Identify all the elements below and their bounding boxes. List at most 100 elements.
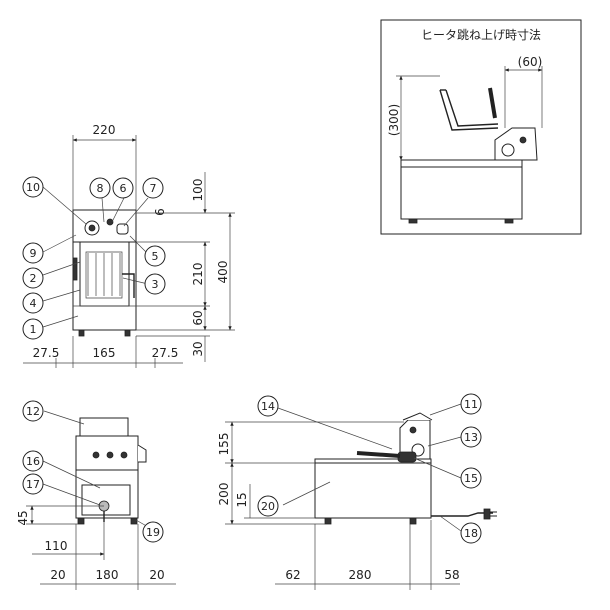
inset-dim-width: (60) [518, 55, 543, 69]
front-switch [116, 223, 129, 235]
elevation-grip [397, 451, 417, 463]
inset-title: ヒータ跳ね上げ時寸法 [421, 28, 541, 42]
callout-19-label: 19 [146, 526, 160, 539]
inset-raised-heater [439, 89, 499, 131]
front-dim-top: 100 [191, 179, 205, 202]
inset-raised-heater-inner [445, 89, 499, 127]
callout-17: 17 [22, 473, 44, 495]
front-basket-handle [122, 273, 135, 298]
inset-foot-right [504, 218, 514, 224]
front-foot-right [124, 329, 131, 337]
callout-18: 18 [460, 522, 482, 544]
callout-7-label: 7 [150, 182, 157, 195]
inset-frame [380, 19, 582, 235]
callout-19: 19 [142, 521, 164, 543]
elevation-view: 155 200 15 62 280 58 [217, 403, 497, 590]
elevation-heater-handle [356, 451, 401, 458]
leader-16 [42, 460, 101, 489]
front-dim-210: 210 [191, 263, 205, 286]
callout-4: 4 [22, 292, 44, 314]
side-foot-left [77, 517, 85, 525]
callout-1: 1 [22, 318, 44, 340]
side-dim-45: 45 [16, 510, 30, 525]
side-view: 45 110 20 180 20 [16, 410, 176, 590]
callout-20-label: 20 [261, 500, 275, 513]
callout-6: 6 [112, 177, 134, 199]
side-control-knob-1 [92, 451, 100, 459]
leader-9 [42, 234, 77, 253]
leader-18 [439, 515, 462, 532]
side-dim-mid: 180 [96, 568, 119, 582]
inset-control-box [494, 127, 538, 161]
callout-8-label: 8 [97, 182, 104, 195]
inset-fryer-rim [400, 159, 523, 168]
front-knob-center [88, 224, 96, 232]
leader-7 [123, 197, 149, 227]
front-dim-6: 6 [153, 208, 167, 216]
side-protrusion [137, 444, 147, 463]
leader-4 [42, 289, 81, 302]
elevation-dim-155: 155 [217, 433, 231, 456]
inset-foot-left [408, 218, 418, 224]
front-dim-width: 220 [93, 123, 116, 137]
callout-13-label: 13 [464, 431, 478, 444]
leader-6 [111, 197, 125, 223]
elevation-plug [483, 508, 491, 520]
callout-10: 10 [22, 176, 44, 198]
front-dim-30: 30 [191, 341, 205, 356]
callout-2: 2 [22, 267, 44, 289]
leader-5 [129, 235, 149, 255]
front-basket [85, 251, 123, 299]
elevation-body [314, 462, 432, 519]
front-side-handle-left [72, 257, 78, 281]
leader-17 [42, 483, 101, 506]
side-dim-left: 20 [50, 568, 65, 582]
side-basket-raised [79, 417, 129, 437]
inset-fryer-body [400, 166, 523, 220]
callout-11: 11 [460, 393, 482, 415]
elevation-dim-200: 200 [217, 483, 231, 506]
front-view: 220 100 6 210 400 60 30 27.5 165 27.5 [23, 123, 235, 368]
leader-13 [427, 436, 462, 447]
callout-10-label: 10 [26, 181, 40, 194]
callout-8: 8 [89, 177, 111, 199]
leader-10 [42, 186, 87, 225]
callout-18-label: 18 [464, 527, 478, 540]
side-control-knob-2 [106, 451, 114, 459]
inset-dim-height: (300) [387, 104, 401, 136]
callout-14-label: 14 [261, 400, 275, 413]
callout-13: 13 [460, 426, 482, 448]
callout-15: 15 [460, 467, 482, 489]
elevation-control-top [402, 412, 433, 421]
callout-17-label: 17 [26, 478, 40, 491]
elevation-dim-15: 15 [235, 492, 249, 507]
front-dim-right: 27.5 [152, 346, 179, 360]
side-dim-right: 20 [149, 568, 164, 582]
front-dim-total: 400 [216, 261, 230, 284]
callout-16: 16 [22, 450, 44, 472]
side-control-knob-3 [120, 451, 128, 459]
leader-20 [282, 481, 331, 506]
leader-2 [42, 261, 81, 276]
leader-12 [43, 410, 85, 425]
callout-9-label: 9 [30, 247, 37, 260]
side-upper-body [75, 435, 139, 471]
front-heater-coil [87, 253, 121, 296]
heater-raised-inset: ヒータ跳ね上げ時寸法 (300) (60) [380, 19, 582, 235]
front-dim-60: 60 [191, 310, 205, 325]
elevation-foot-left [324, 517, 332, 525]
callout-15-label: 15 [464, 472, 478, 485]
elevation-plug-pins [490, 511, 497, 517]
leader-15 [413, 457, 462, 479]
side-foot-right [130, 517, 138, 525]
callout-1-label: 1 [30, 323, 37, 336]
leader-1 [42, 315, 79, 328]
callout-9: 9 [22, 242, 44, 264]
elevation-lamp [409, 426, 417, 434]
part-callouts: 10 8 6 7 9 5 2 3 4 1 12 16 17 19 14 11 1… [22, 176, 482, 544]
leader-11 [429, 403, 462, 416]
front-dim-left: 27.5 [33, 346, 60, 360]
elevation-dim-left: 62 [285, 568, 300, 582]
elevation-foot-right [409, 517, 417, 525]
